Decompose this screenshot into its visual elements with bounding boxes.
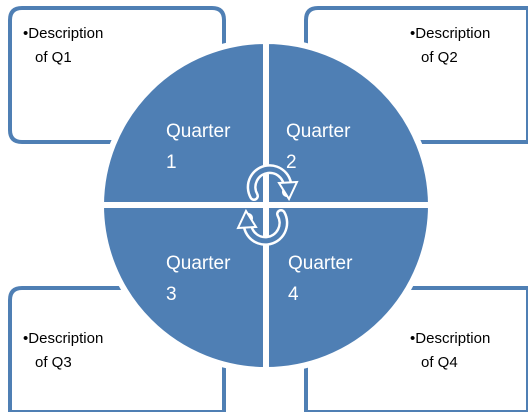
description-q4-line2: of Q4 (421, 354, 458, 371)
description-q1-line2: of Q1 (35, 49, 72, 66)
quarter-4-segment (263, 202, 435, 374)
description-q1-text: Description (28, 25, 103, 42)
quarter-labels: Quarter 1 Quarter 2 Quarter 3 Quarter 4 (166, 121, 353, 305)
description-q1-line1: •Description (23, 25, 103, 42)
description-q3-text: Description (28, 330, 103, 347)
quarter-4-label-line2: 4 (288, 284, 299, 305)
cycle-arrow-top-head (277, 180, 299, 202)
description-q4-text: Description (415, 330, 490, 347)
quarter-2-label-line2: 2 (286, 152, 297, 173)
bullet-q1: • (23, 25, 28, 42)
description-q3-line1: •Description (23, 330, 103, 347)
description-q2-line2: of Q2 (421, 49, 458, 66)
quarter-1-label-line2: 1 (166, 152, 177, 173)
quarter-1-segment (97, 37, 269, 208)
description-q2-line1: •Description (410, 25, 490, 42)
description-labels: •Description of Q1 •Description of Q2 •D… (23, 25, 490, 371)
quarter-2-segment (263, 37, 435, 208)
quarter-3-label-line2: 3 (166, 284, 177, 305)
bullet-q4: • (410, 330, 415, 347)
bullet-q2: • (410, 25, 415, 42)
cycle-arrows-icon (236, 164, 299, 246)
quarter-2-label-line1: Quarter (286, 121, 351, 142)
description-q2-text: Description (415, 25, 490, 42)
cycle-arrow-bottom-head (236, 208, 258, 230)
description-q3-line2: of Q3 (35, 354, 72, 371)
quarter-3-label-line1: Quarter (166, 253, 231, 274)
bullet-q3: • (23, 330, 28, 347)
quarter-1-label-line1: Quarter (166, 121, 231, 142)
quarter-3-segment (97, 202, 269, 374)
quarter-4-label-line1: Quarter (288, 253, 353, 274)
quarter-circle (97, 37, 435, 374)
description-boxes (8, 6, 528, 412)
description-q4-line1: •Description (410, 330, 490, 347)
